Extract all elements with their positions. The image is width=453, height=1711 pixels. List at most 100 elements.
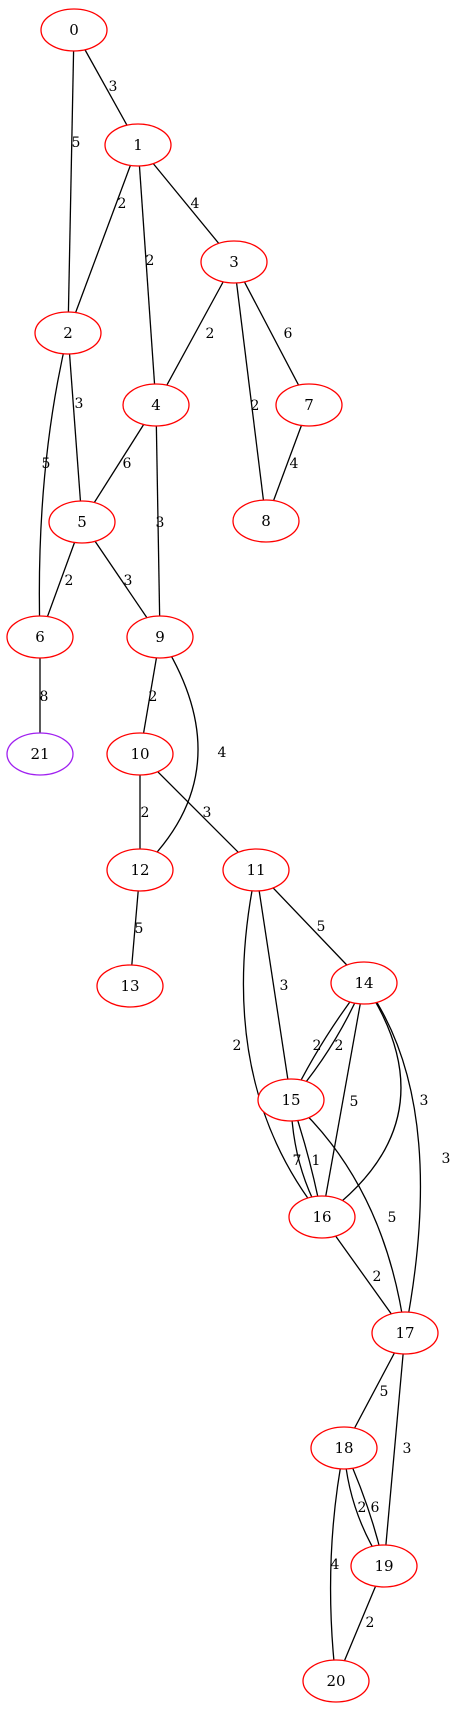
edge-weight-4-9: 3 (156, 515, 165, 531)
node-18-ellipse (310, 1426, 378, 1470)
node-21-label: 21 (30, 745, 49, 763)
edge-weight-0-1: 3 (109, 79, 118, 95)
node-16-label: 16 (312, 1208, 331, 1226)
edge-1-3 (137, 144, 235, 263)
edge-14-17 (363, 982, 422, 1334)
node-21-ellipse (6, 732, 74, 776)
node-9-label: 9 (155, 628, 165, 646)
node-9: 9 (126, 615, 194, 659)
edge-9-12 (139, 636, 199, 871)
edge-weight-11-14: 5 (317, 919, 326, 935)
node-3-label: 3 (229, 253, 239, 271)
node-15-label: 15 (281, 1091, 300, 1109)
edge-weight-14-15: 2 (335, 1038, 344, 1054)
node-4: 4 (122, 383, 190, 427)
edge-4-9 (155, 404, 161, 638)
node-10: 10 (106, 732, 174, 776)
edge-weight-18-20: 4 (331, 1557, 340, 1573)
edge-weight-11-15: 3 (280, 978, 289, 994)
node-9-ellipse (126, 615, 194, 659)
edge-17-19 (383, 1332, 406, 1567)
node-3: 3 (200, 240, 268, 284)
node-5: 5 (48, 500, 116, 544)
node-15-ellipse (257, 1078, 325, 1122)
node-17-ellipse (371, 1311, 439, 1355)
node-12: 12 (106, 848, 174, 892)
edge-weight-11-16: 2 (233, 1038, 242, 1054)
edge-weight-19-20: 2 (366, 1615, 375, 1631)
edge-11-16 (242, 869, 323, 1218)
node-14-label: 14 (354, 974, 373, 992)
node-6-ellipse (6, 615, 74, 659)
node-17-label: 17 (395, 1324, 414, 1342)
node-5-ellipse (48, 500, 116, 544)
node-18-label: 18 (334, 1439, 353, 1457)
edge-weight-15-16: 1 (312, 1153, 321, 1169)
node-2: 2 (34, 311, 102, 355)
node-14-ellipse (330, 961, 398, 1005)
node-4-ellipse (122, 383, 190, 427)
edge-weight-1-2: 2 (118, 196, 127, 212)
node-11-ellipse (222, 848, 290, 892)
node-14: 14 (330, 961, 398, 1005)
node-1-ellipse (104, 123, 172, 167)
node-2-label: 2 (63, 324, 73, 342)
edge-14-16 (321, 982, 402, 1218)
node-6: 6 (6, 615, 74, 659)
edge-weight-4-5: 6 (123, 456, 132, 472)
node-8-label: 8 (261, 512, 271, 530)
node-19-ellipse (350, 1544, 418, 1588)
edge-weight-18-19: 2 (358, 1500, 367, 1516)
node-10-ellipse (106, 732, 174, 776)
node-6-label: 6 (35, 628, 45, 646)
node-4-label: 4 (151, 396, 161, 414)
edge-weight-16-17: 2 (373, 1269, 382, 1285)
edge-3-8 (233, 261, 267, 522)
node-13-ellipse (96, 964, 164, 1008)
edge-14-16 (321, 982, 365, 1218)
edge-3-7 (233, 261, 310, 406)
node-18: 18 (310, 1426, 378, 1470)
edge-weight-1-3: 4 (191, 196, 200, 212)
edge-weight-7-8: 4 (290, 456, 299, 472)
node-12-ellipse (106, 848, 174, 892)
node-12-label: 12 (130, 861, 149, 879)
edge-1-2 (67, 144, 139, 334)
node-13: 13 (96, 964, 164, 1008)
edge-weight-14-16: 5 (350, 1094, 359, 1110)
edge-weight-17-18: 5 (380, 1384, 389, 1400)
edge-15-17 (290, 1099, 406, 1334)
node-8: 8 (232, 499, 300, 543)
edge-0-2 (67, 29, 75, 334)
edge-2-6 (38, 332, 69, 638)
node-19-label: 19 (374, 1557, 393, 1575)
edge-weight-10-12: 2 (141, 805, 150, 821)
edge-weight-2-5: 3 (75, 396, 84, 412)
edge-weight-12-13: 5 (135, 921, 144, 937)
node-13-label: 13 (120, 977, 139, 995)
node-2-ellipse (34, 311, 102, 355)
node-20-label: 20 (326, 1672, 345, 1690)
edge-weight-5-9: 3 (124, 573, 133, 589)
edge-1-4 (137, 144, 157, 406)
node-0: 0 (40, 8, 108, 52)
node-11: 11 (222, 848, 290, 892)
node-20: 20 (302, 1659, 370, 1703)
node-0-label: 0 (69, 21, 79, 39)
node-8-ellipse (232, 499, 300, 543)
edge-weight-1-4: 2 (146, 253, 155, 269)
edge-weight-17-19: 3 (403, 1441, 412, 1457)
node-3-ellipse (200, 240, 268, 284)
edge-weight-3-8: 2 (251, 398, 260, 414)
node-10-label: 10 (130, 745, 149, 763)
edge-11-15 (255, 869, 292, 1101)
edge-11-14 (255, 869, 365, 984)
edge-weight-14-15: 2 (313, 1038, 322, 1054)
edge-weight-0-2: 5 (72, 135, 81, 151)
node-19: 19 (350, 1544, 418, 1588)
edge-3-4 (155, 261, 235, 406)
node-15: 15 (257, 1078, 325, 1122)
edge-2-5 (67, 332, 83, 523)
